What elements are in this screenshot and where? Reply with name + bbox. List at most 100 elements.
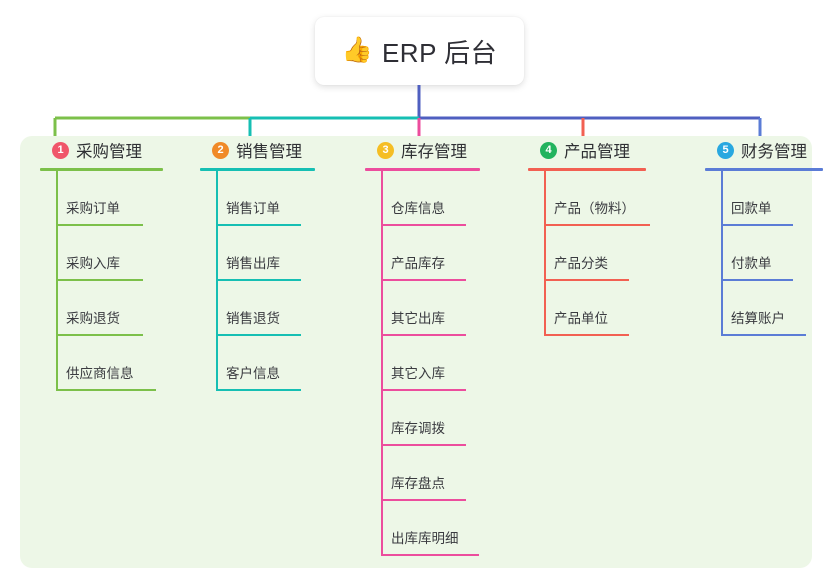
module-item-underline — [544, 279, 629, 281]
module-item-underline — [56, 334, 143, 336]
module-title: 财务管理 — [741, 143, 807, 161]
module-item-underline — [216, 389, 301, 391]
module-item-label: 产品（物料） — [554, 201, 635, 216]
module-item-list: 采购订单采购入库采购退货供应商信息 — [35, 171, 195, 391]
module-number-badge: 1 — [52, 141, 69, 159]
module-header-underline — [200, 168, 315, 171]
module-trunk-line — [721, 171, 723, 336]
module-item-label: 其它出库 — [391, 311, 445, 326]
module-item-underline — [216, 334, 301, 336]
module-item-list: 回款单付款单结算账户 — [700, 171, 839, 336]
module-number-badge: 3 — [377, 141, 394, 159]
module-item-label: 付款单 — [731, 256, 772, 271]
module-item-list: 产品（物料） 产品分类产品单位 — [523, 171, 683, 336]
module-number-badge: 2 — [212, 141, 229, 159]
module-item-underline — [381, 554, 479, 556]
module-item[interactable]: 库存调拨 — [360, 391, 520, 446]
module-trunk-line — [56, 171, 58, 391]
module-item-label: 出库库明细 — [391, 531, 459, 546]
root-node-title: ERP 后台 — [381, 37, 498, 68]
module-item[interactable]: 出库库明细 — [360, 501, 520, 556]
module-item[interactable]: 产品库存 — [360, 226, 520, 281]
root-node-content: 👍 ERP 后台 — [342, 33, 497, 70]
module-item-underline — [381, 224, 466, 226]
module-item[interactable]: 产品单位 — [523, 281, 683, 336]
module-item[interactable]: 仓库信息 — [360, 171, 520, 226]
module-item-label: 库存调拨 — [391, 421, 445, 436]
module-item[interactable]: 采购入库 — [35, 226, 195, 281]
module-item-underline — [381, 389, 466, 391]
module-item-label: 采购订单 — [66, 201, 120, 216]
module-item[interactable]: 采购退货 — [35, 281, 195, 336]
module-item-label: 结算账户 — [731, 311, 785, 326]
module-item[interactable]: 销售订单 — [195, 171, 355, 226]
module-column-5: 5 财务管理回款单付款单结算账户 — [700, 136, 839, 336]
module-title: 库存管理 — [401, 143, 467, 161]
module-header-underline — [528, 168, 646, 171]
module-item[interactable]: 其它出库 — [360, 281, 520, 336]
module-item-list: 仓库信息产品库存其它出库其它入库库存调拨库存盘点出库库明细 — [360, 171, 520, 556]
module-item-label: 采购退货 — [66, 311, 120, 326]
module-item-underline — [381, 334, 466, 336]
module-item-label: 库存盘点 — [391, 476, 445, 491]
module-item-underline — [544, 334, 629, 336]
module-column-1: 1 采购管理采购订单采购入库采购退货供应商信息 — [35, 136, 195, 391]
thumbs-up-icon: 👍 — [341, 35, 373, 64]
module-item-underline — [216, 224, 301, 226]
module-item[interactable]: 销售退货 — [195, 281, 355, 336]
module-column-3: 3 库存管理仓库信息产品库存其它出库其它入库库存调拨库存盘点出库库明细 — [360, 136, 520, 556]
module-item[interactable]: 其它入库 — [360, 336, 520, 391]
module-number-badge: 4 — [540, 141, 557, 159]
module-header-1[interactable]: 1 采购管理 — [35, 136, 195, 164]
module-item-label: 供应商信息 — [66, 366, 134, 381]
module-title: 采购管理 — [76, 143, 142, 161]
module-item-label: 销售订单 — [226, 201, 280, 216]
module-trunk-line — [544, 171, 546, 336]
module-item-label: 采购入库 — [66, 256, 120, 271]
module-item[interactable]: 产品（物料） — [523, 171, 683, 226]
module-item-underline — [381, 279, 466, 281]
module-item[interactable]: 供应商信息 — [35, 336, 195, 391]
module-item-underline — [56, 279, 143, 281]
module-item[interactable]: 结算账户 — [700, 281, 839, 336]
module-trunk-line — [381, 171, 383, 556]
module-item[interactable]: 付款单 — [700, 226, 839, 281]
module-item[interactable]: 库存盘点 — [360, 446, 520, 501]
module-item-label: 仓库信息 — [391, 201, 445, 216]
module-item-label: 产品库存 — [391, 256, 445, 271]
module-header-underline — [365, 168, 480, 171]
module-column-4: 4 产品管理产品（物料） 产品分类产品单位 — [523, 136, 683, 336]
module-title: 产品管理 — [564, 143, 630, 161]
root-node-erp-backend[interactable]: 👍 ERP 后台 — [315, 17, 524, 85]
module-item-label: 产品单位 — [554, 311, 608, 326]
module-item-underline — [544, 224, 650, 226]
module-item[interactable]: 客户信息 — [195, 336, 355, 391]
module-item[interactable]: 销售出库 — [195, 226, 355, 281]
module-item-label: 回款单 — [731, 201, 772, 216]
module-number-badge: 5 — [717, 141, 734, 159]
module-item[interactable]: 产品分类 — [523, 226, 683, 281]
module-item-underline — [381, 499, 466, 501]
module-item-underline — [721, 279, 793, 281]
module-item[interactable]: 回款单 — [700, 171, 839, 226]
module-trunk-line — [216, 171, 218, 391]
module-item-underline — [721, 334, 806, 336]
module-item-underline — [216, 279, 301, 281]
module-item[interactable]: 采购订单 — [35, 171, 195, 226]
module-header-3[interactable]: 3 库存管理 — [360, 136, 520, 164]
module-header-underline — [40, 168, 163, 171]
module-item-label: 其它入库 — [391, 366, 445, 381]
module-item-underline — [381, 444, 466, 446]
module-header-5[interactable]: 5 财务管理 — [700, 136, 839, 164]
module-item-label: 销售退货 — [226, 311, 280, 326]
module-header-4[interactable]: 4 产品管理 — [523, 136, 683, 164]
module-header-underline — [705, 168, 823, 171]
module-item-label: 产品分类 — [554, 256, 608, 271]
module-item-label: 客户信息 — [226, 366, 280, 381]
module-item-underline — [721, 224, 793, 226]
module-item-list: 销售订单销售出库销售退货客户信息 — [195, 171, 355, 391]
